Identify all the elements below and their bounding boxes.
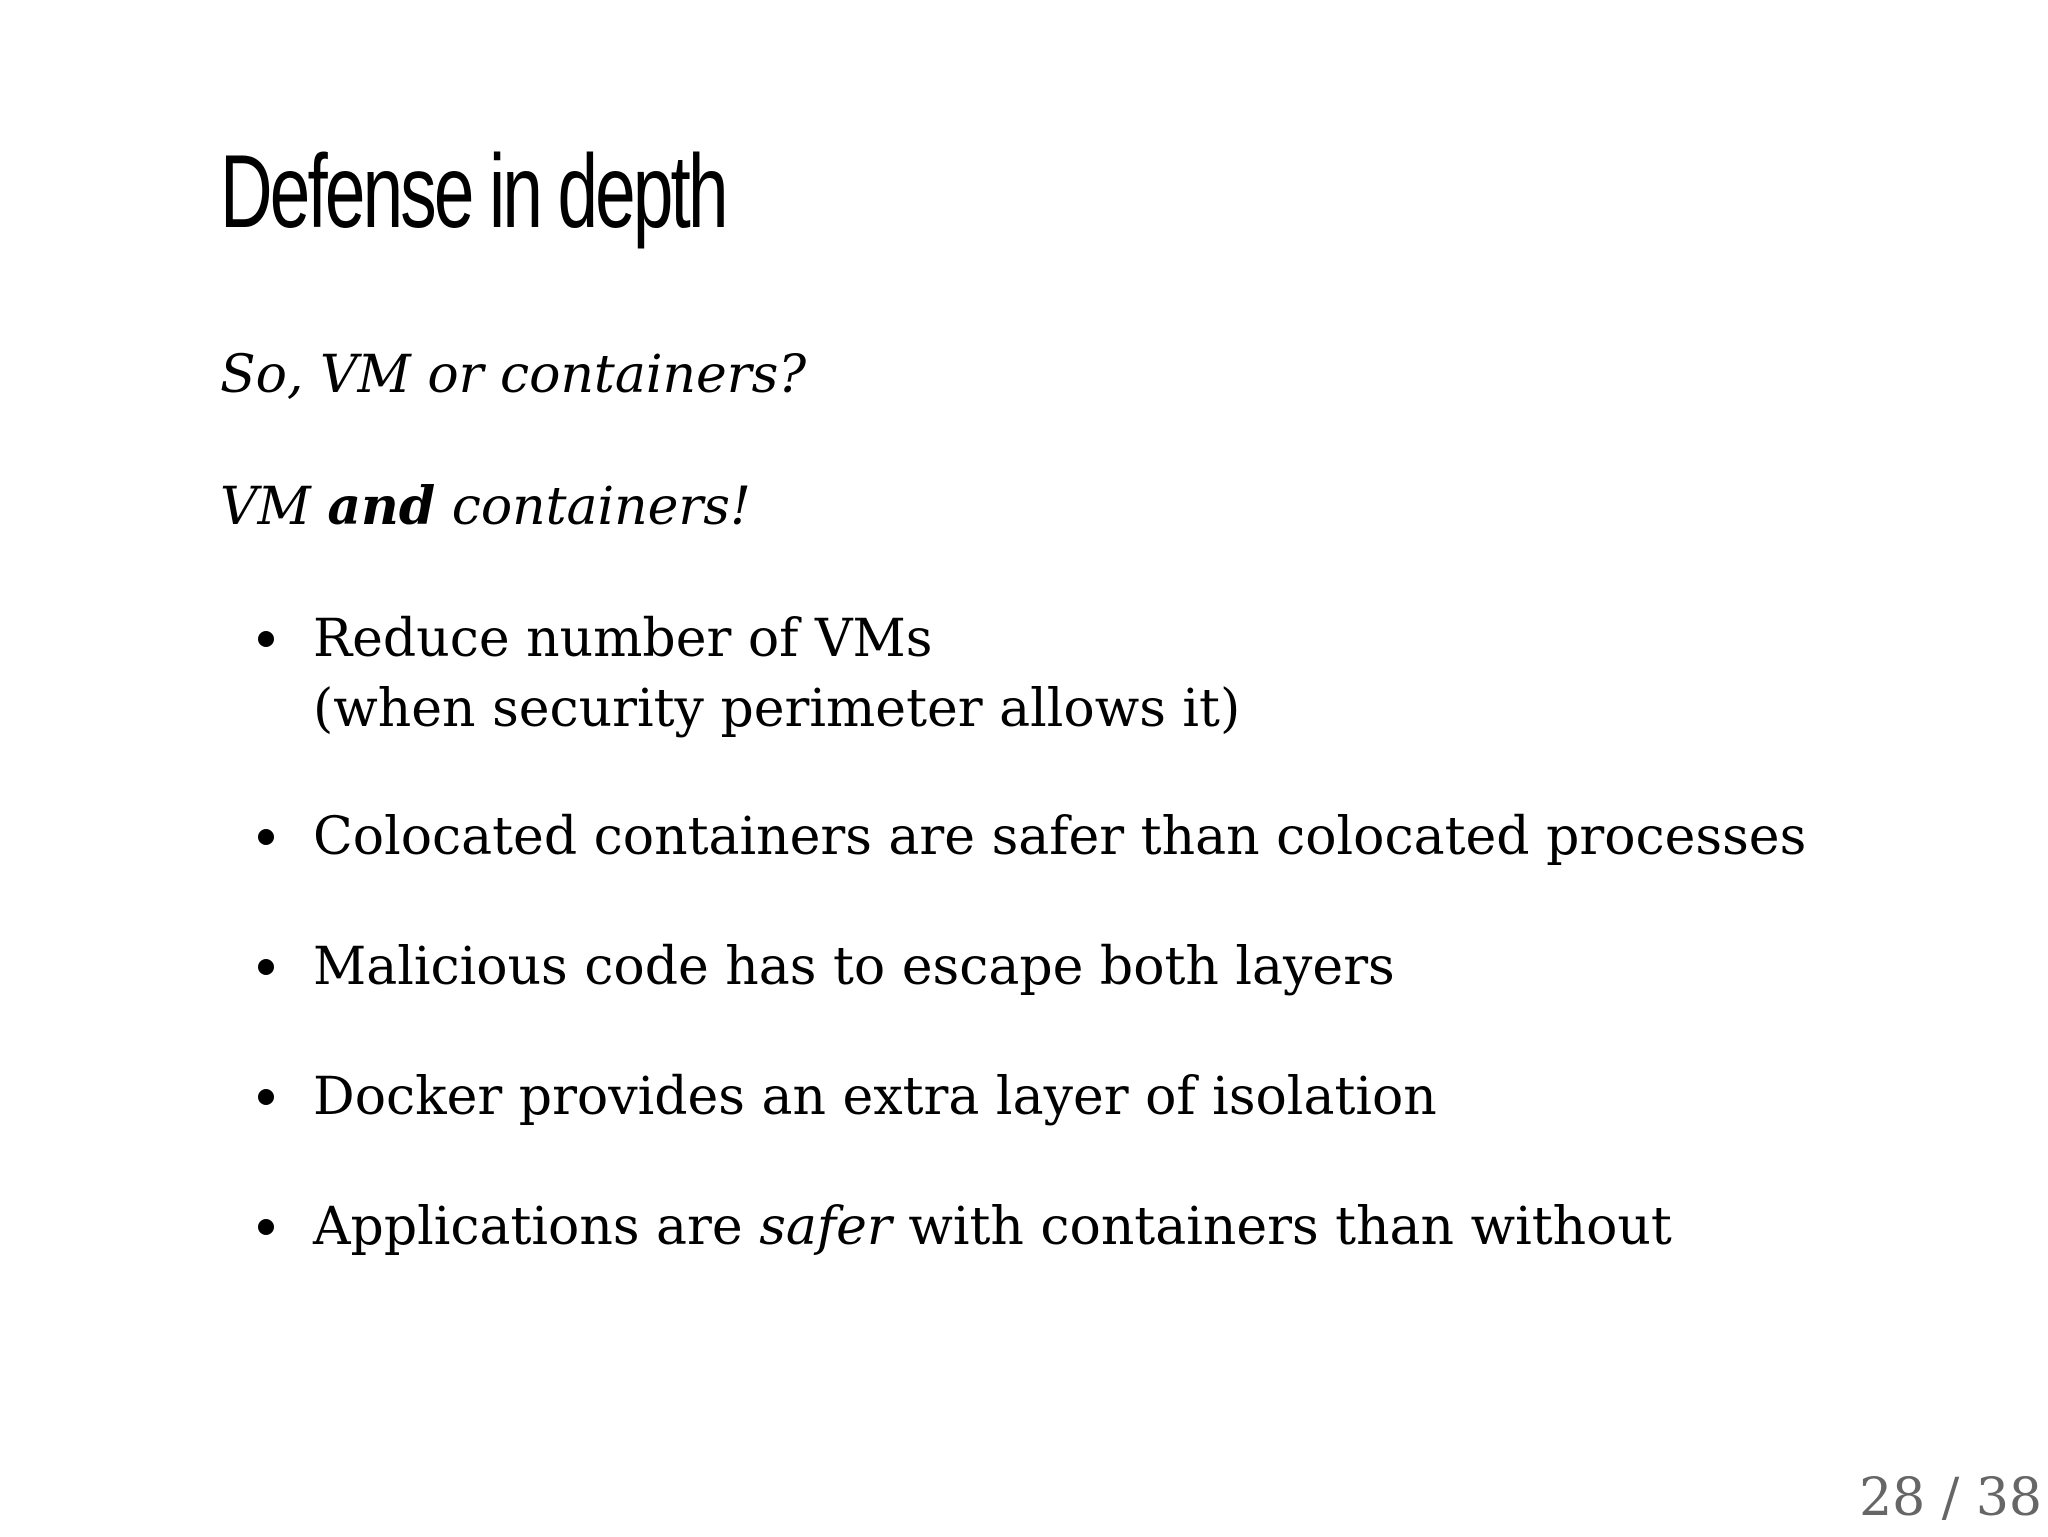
bullet-dot-icon (258, 1089, 274, 1105)
bullet-dot-icon (258, 829, 274, 845)
list-item-subtext: (when security perimeter allows it) (313, 679, 1241, 739)
answer-text-before: VM (220, 477, 328, 537)
list-item-text-after: with containers than without (891, 1197, 1672, 1257)
list-item: Malicious code has to escape both layers (0, 932, 1806, 1002)
list-item: Docker provides an extra layer of isolat… (0, 1062, 1806, 1132)
list-item-text: Reduce number of VMs (313, 609, 933, 669)
list-item: Reduce number of VMs (when security peri… (0, 604, 1806, 744)
list-item-text: Colocated containers are safer than colo… (313, 807, 1807, 867)
slide-title: Defense in depth (220, 134, 728, 250)
list-item-text-emphasis: safer (759, 1197, 892, 1257)
list-item: Applications are safer with containers t… (0, 1192, 1806, 1262)
question-text: So, VM or containers? (220, 345, 807, 405)
answer-text: VM and containers! (220, 476, 751, 538)
list-item-text: Malicious code has to escape both layers (313, 937, 1395, 997)
answer-text-emphasis: and (327, 476, 436, 537)
bullet-dot-icon (258, 1219, 274, 1235)
slide-counter: 28 / 38 (1859, 1468, 2042, 1528)
bullet-list: Reduce number of VMs (when security peri… (0, 604, 1806, 1262)
bullet-dot-icon (258, 959, 274, 975)
answer-text-after: containers! (435, 477, 751, 537)
list-item: Colocated containers are safer than colo… (0, 802, 1806, 872)
list-item-text: Docker provides an extra layer of isolat… (313, 1067, 1437, 1127)
bullet-dot-icon (258, 631, 274, 647)
list-item-text-before: Applications are (313, 1197, 760, 1257)
